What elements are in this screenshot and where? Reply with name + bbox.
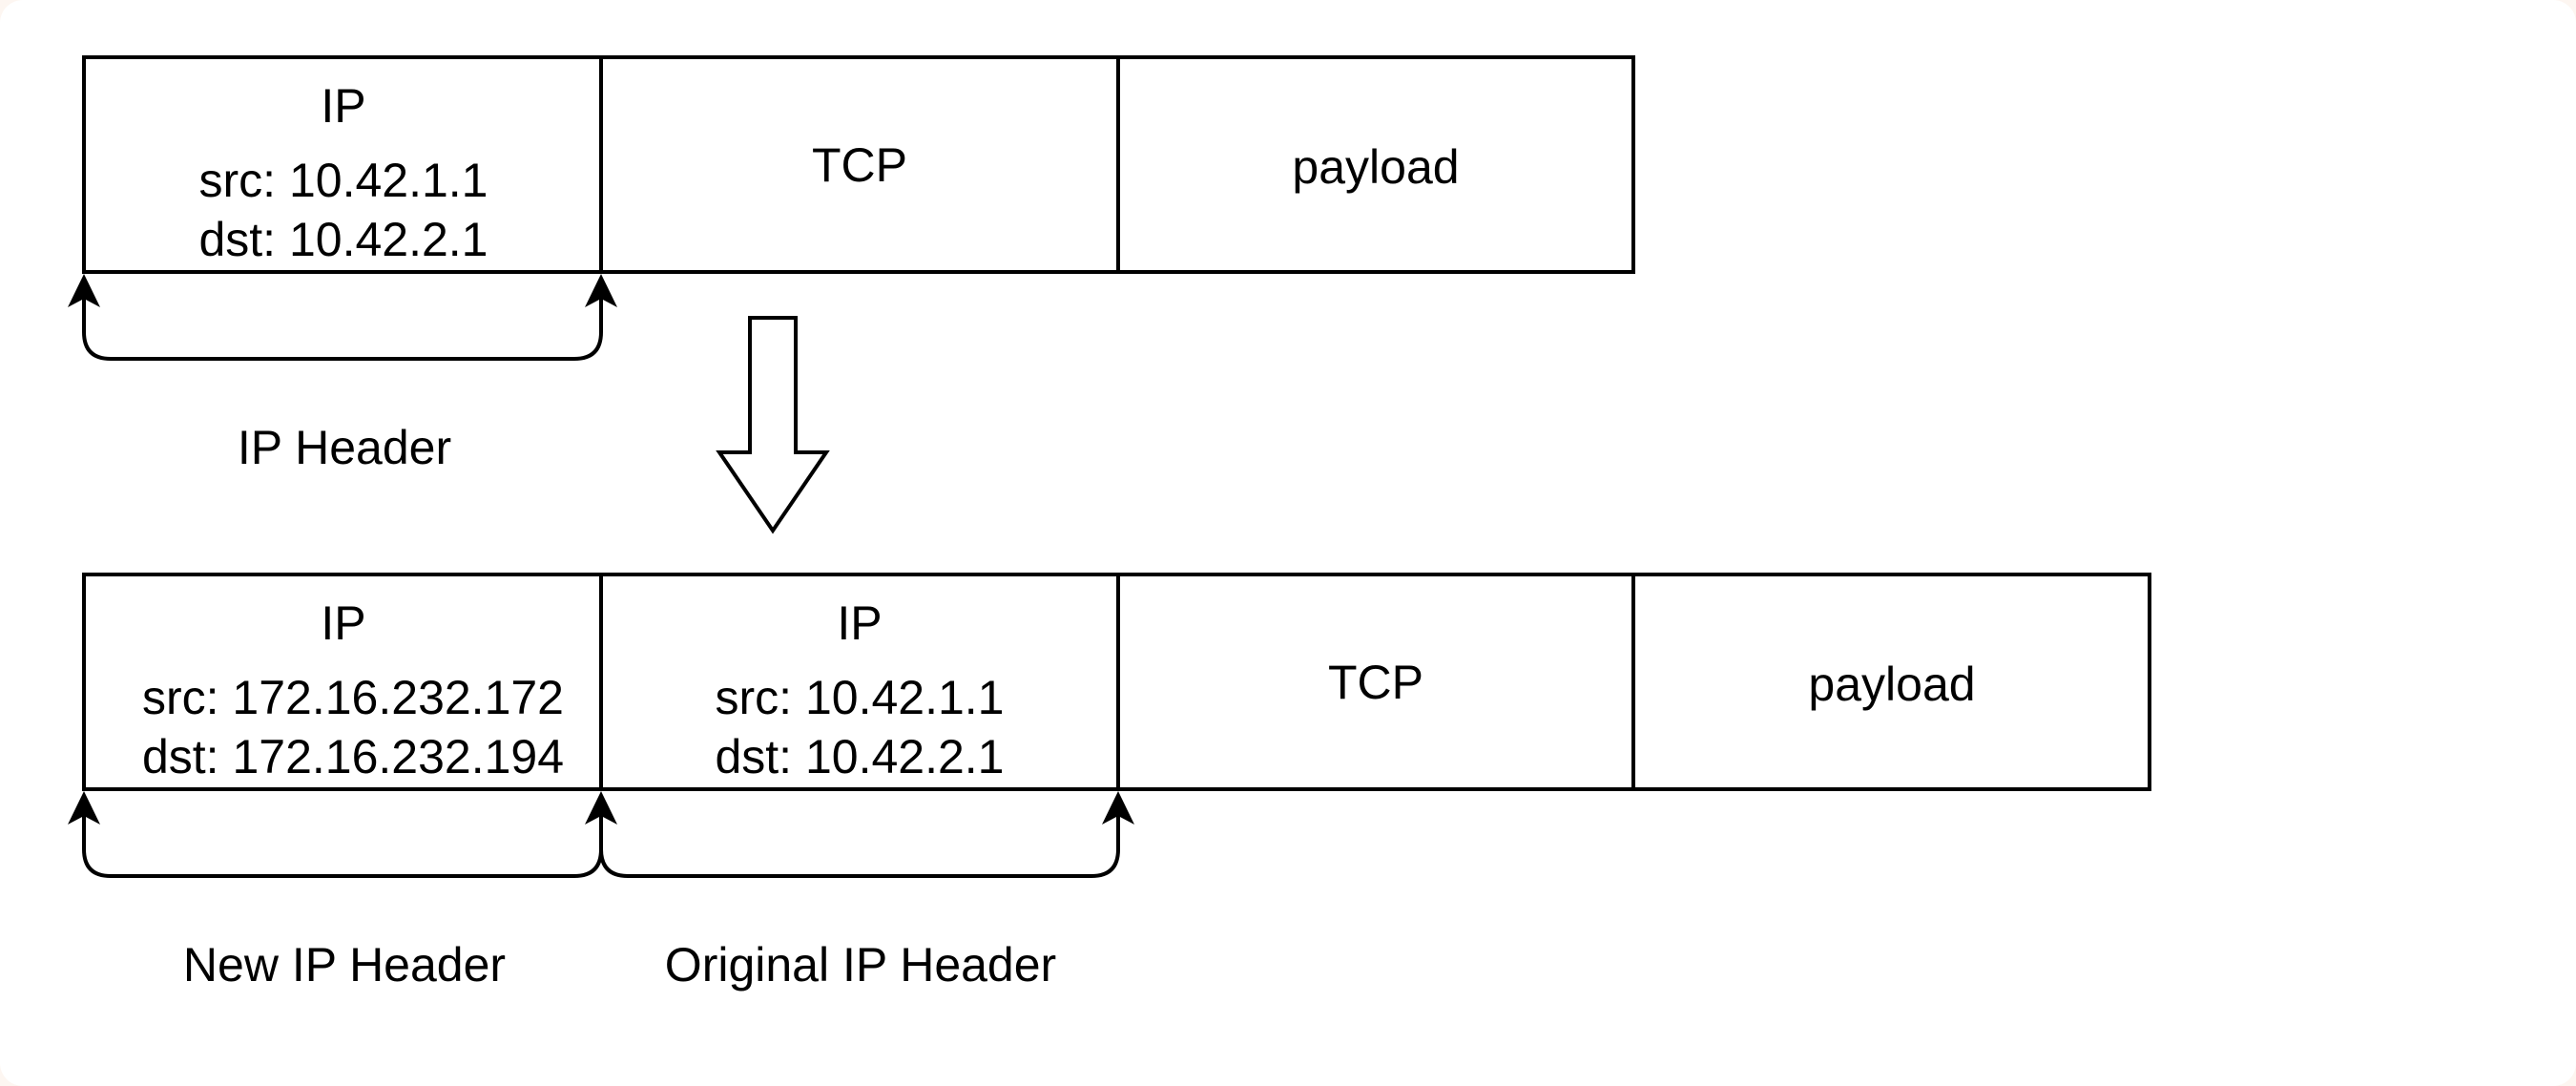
top-ip-dst: dst: 10.42.2.1 <box>198 213 488 266</box>
top-payload-label: payload <box>1292 140 1459 194</box>
top-tcp-label: TCP <box>812 138 907 192</box>
ip-header-bracket <box>82 286 603 361</box>
bracket-right-arrow-icon <box>1102 791 1134 825</box>
original-ip-header-label: Original IP Header <box>665 938 1056 992</box>
bracket-left-arrow-icon <box>68 791 100 825</box>
top-ip-cell <box>82 55 603 274</box>
new-ip-header-label: New IP Header <box>183 938 506 992</box>
top-tcp-cell <box>599 55 1120 274</box>
top-payload-cell <box>1116 55 1635 274</box>
bottom-payload-label: payload <box>1808 658 1975 711</box>
bottom-orig-ip-title: IP <box>837 596 882 650</box>
bottom-new-ip-title: IP <box>321 596 365 650</box>
new-ip-header-bracket <box>82 804 603 878</box>
bracket-middle-arrow-icon <box>585 791 617 825</box>
bottom-orig-ip-dst: dst: 10.42.2.1 <box>715 730 1004 783</box>
ip-header-bracket-left-arrow-icon <box>68 274 100 307</box>
ip-header-bracket-right-arrow-icon <box>585 274 617 307</box>
ip-header-label: IP Header <box>238 421 451 474</box>
down-arrow-icon <box>716 316 830 534</box>
bottom-tcp-cell <box>1116 573 1635 791</box>
top-packet: IP src: 10.42.1.1 dst: 10.42.2.1 TCP pay… <box>68 55 1635 474</box>
bottom-tcp-label: TCP <box>1328 656 1423 709</box>
bottom-new-ip-cell <box>82 573 603 791</box>
bottom-orig-ip-src: src: 10.42.1.1 <box>716 671 1005 724</box>
bottom-payload-cell <box>1631 573 2151 791</box>
top-ip-src: src: 10.42.1.1 <box>199 154 488 207</box>
original-ip-header-bracket <box>599 804 1120 878</box>
bottom-new-ip-src: src: 172.16.232.172 <box>142 671 564 724</box>
top-ip-title: IP <box>321 79 365 133</box>
bottom-new-ip-dst: dst: 172.16.232.194 <box>142 730 564 783</box>
bottom-packet: IP src: 172.16.232.172 dst: 172.16.232.1… <box>68 573 2151 992</box>
